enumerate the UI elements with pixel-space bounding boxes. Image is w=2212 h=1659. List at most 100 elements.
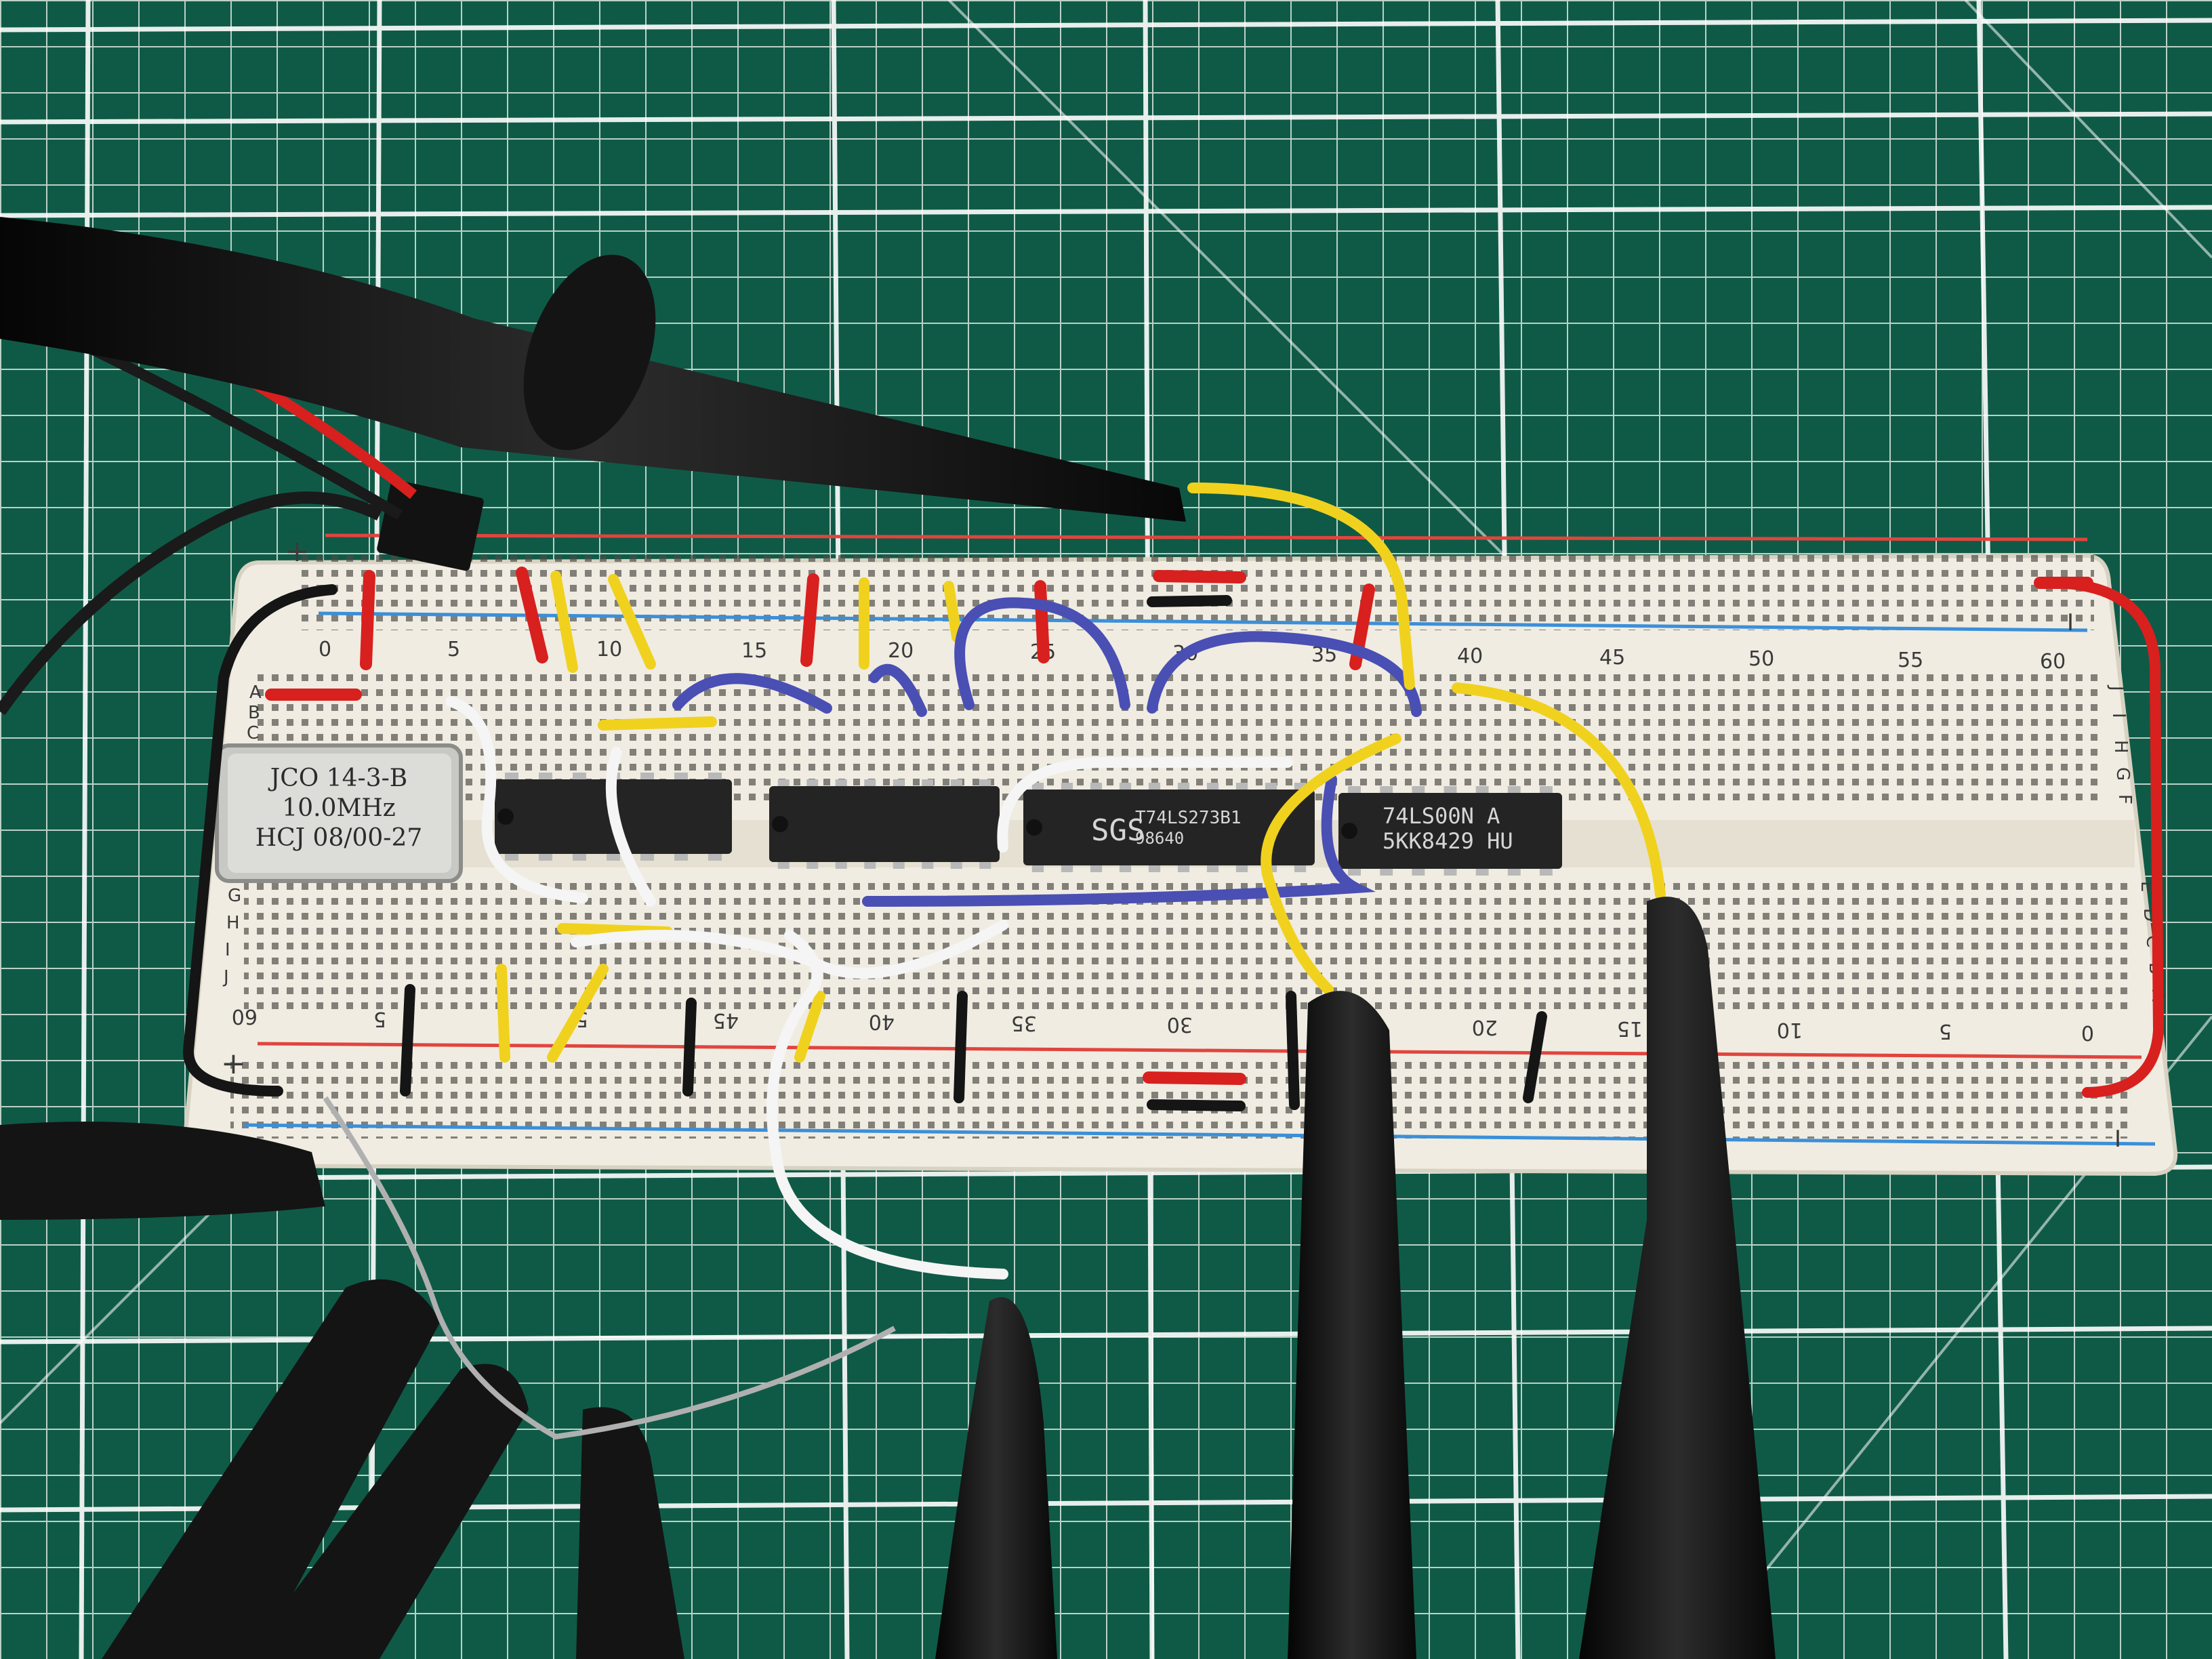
chip-pin	[1061, 865, 1073, 872]
chip-pin	[893, 862, 905, 869]
chip-pin	[1507, 786, 1521, 793]
col-label: 60	[232, 1004, 258, 1028]
chip-notch	[1026, 819, 1042, 836]
chip-pin	[1348, 869, 1361, 876]
chip-pin	[1265, 783, 1277, 790]
chip-pin	[1031, 865, 1044, 872]
chip-notch	[497, 808, 514, 825]
chip-pin	[674, 773, 688, 779]
chip-pin	[922, 779, 934, 786]
col-label: 45	[713, 1008, 739, 1032]
chip-notch	[772, 816, 788, 832]
chip-pin	[777, 779, 790, 786]
top-plus-label: +	[285, 534, 310, 569]
top-right-minus-label: I	[2067, 609, 2074, 636]
chip-pin	[505, 773, 518, 779]
chip-pin	[864, 779, 876, 786]
chip-pin	[674, 854, 688, 861]
chip-pin	[708, 773, 722, 779]
chip-pin	[1348, 786, 1361, 793]
chip-pin	[1235, 783, 1248, 790]
row-label: G	[228, 886, 241, 906]
chip-pin	[1119, 783, 1132, 790]
row-label: A	[249, 682, 262, 703]
chip-pin	[1031, 783, 1044, 790]
chip-pin	[835, 862, 847, 869]
col-label: 40	[869, 1010, 895, 1033]
col-label: 45	[1599, 646, 1625, 670]
dip-chip-2	[769, 779, 1000, 869]
row-label: H	[226, 913, 240, 933]
col-label: 15	[1617, 1017, 1643, 1040]
chip-pin	[1380, 869, 1393, 876]
col-label: 10	[1777, 1018, 1803, 1042]
chip-pin	[806, 779, 819, 786]
col-label: 35	[1011, 1011, 1037, 1035]
chip-pin	[1475, 786, 1489, 793]
chip-pin	[539, 854, 552, 861]
bottom-red-rail	[257, 1042, 2142, 1059]
chip-pin	[708, 854, 722, 861]
chip-74ls273-date: 98640	[1135, 829, 1184, 848]
col-label: 60	[2040, 650, 2066, 674]
chip-pin	[950, 779, 962, 786]
probe-ring	[523, 254, 656, 451]
col-label: 15	[741, 639, 767, 663]
col-label: 5	[447, 638, 460, 661]
chip-pin	[1412, 869, 1425, 876]
bottom-plus-label: +	[221, 1046, 246, 1081]
chip-pin	[979, 779, 991, 786]
top-red-rail	[325, 533, 2088, 541]
chip-pin	[1177, 783, 1190, 790]
oscillator-label-line3: HCJ 08/00-27	[255, 824, 423, 852]
chip-pin	[1540, 786, 1553, 793]
col-label: 55	[1898, 649, 1923, 672]
oscillator-label-line1: JCO 14-3-B	[268, 764, 407, 792]
row-label: I	[225, 940, 230, 960]
chip-pin	[1475, 869, 1489, 876]
row-label: B	[248, 703, 260, 723]
chip-pin	[1294, 783, 1307, 790]
chip-pin	[1206, 783, 1219, 790]
row-label: F	[2114, 794, 2135, 804]
row-label: J	[222, 967, 229, 987]
chip-74ls00-date: 5KK8429 HU	[1382, 828, 1513, 854]
col-label: 5	[1939, 1019, 1952, 1043]
chip-pin	[1090, 783, 1103, 790]
long-wires	[183, 483, 2165, 1279]
col-label: 40	[1457, 644, 1483, 668]
col-label: 20	[888, 639, 914, 663]
chip-pin	[1148, 865, 1161, 872]
chip-74ls273-logo: SGS	[1091, 813, 1145, 848]
chip-pin	[1443, 786, 1457, 793]
chip-pin	[573, 773, 586, 779]
chip-pin	[1507, 869, 1521, 876]
chip-pin	[864, 862, 876, 869]
top-blue-rail	[318, 611, 2088, 632]
chip-notch	[1341, 823, 1357, 839]
chip-pin	[979, 862, 991, 869]
chip-pin	[1061, 783, 1073, 790]
chip-pin	[1148, 783, 1161, 790]
chip-pin	[950, 862, 962, 869]
chip-pin	[1119, 865, 1132, 872]
oscillator-label-line2: 10.0MHz	[282, 794, 395, 822]
chip-pin	[1540, 869, 1553, 876]
chip-pin	[539, 773, 552, 779]
row-label: H	[2110, 740, 2131, 754]
crystal-oscillator: JCO 14-3-B 10.0MHz HCJ 08/00-27	[215, 743, 463, 883]
bottom-right-minus-label: I	[2114, 1126, 2121, 1153]
chip-pin	[505, 854, 518, 861]
col-label: 10	[596, 638, 622, 661]
col-label: 0	[2081, 1021, 2094, 1044]
chip-pin	[922, 862, 934, 869]
chip-pin	[1412, 786, 1425, 793]
dip-chip-74ls00: 74LS00N A 5KK8429 HU	[1338, 786, 1562, 876]
chip-pin	[1294, 865, 1307, 872]
chip-pin	[1090, 865, 1103, 872]
chip-pin	[1443, 869, 1457, 876]
chip-pin	[1235, 865, 1248, 872]
bottom-blue-rail	[243, 1123, 2156, 1146]
row-label: J	[2106, 684, 2127, 691]
